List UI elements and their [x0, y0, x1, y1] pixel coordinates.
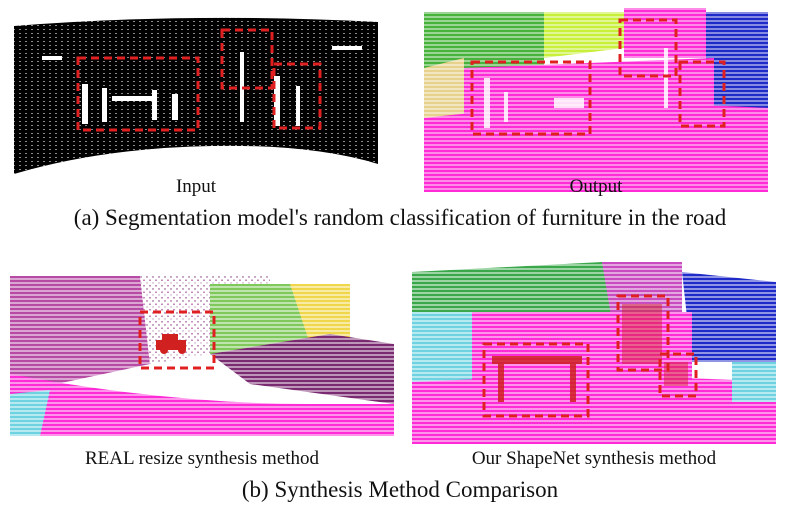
output-label: Output	[569, 176, 623, 197]
output-segmentation-image	[424, 8, 768, 192]
panel-b-caption: (b) Synthesis Method Comparison	[241, 477, 559, 502]
panel-a-caption: (a) Segmentation model's random classifi…	[73, 205, 727, 230]
real-resize-synthesis-image	[10, 254, 394, 436]
shapenet-label: Our ShapeNet synthesis method	[471, 448, 717, 469]
shapenet-synthesis-image	[412, 252, 776, 444]
real-resize-label: REAL resize synthesis method	[84, 448, 320, 469]
input-pointcloud-image	[12, 16, 380, 180]
input-label: Input	[175, 176, 217, 197]
